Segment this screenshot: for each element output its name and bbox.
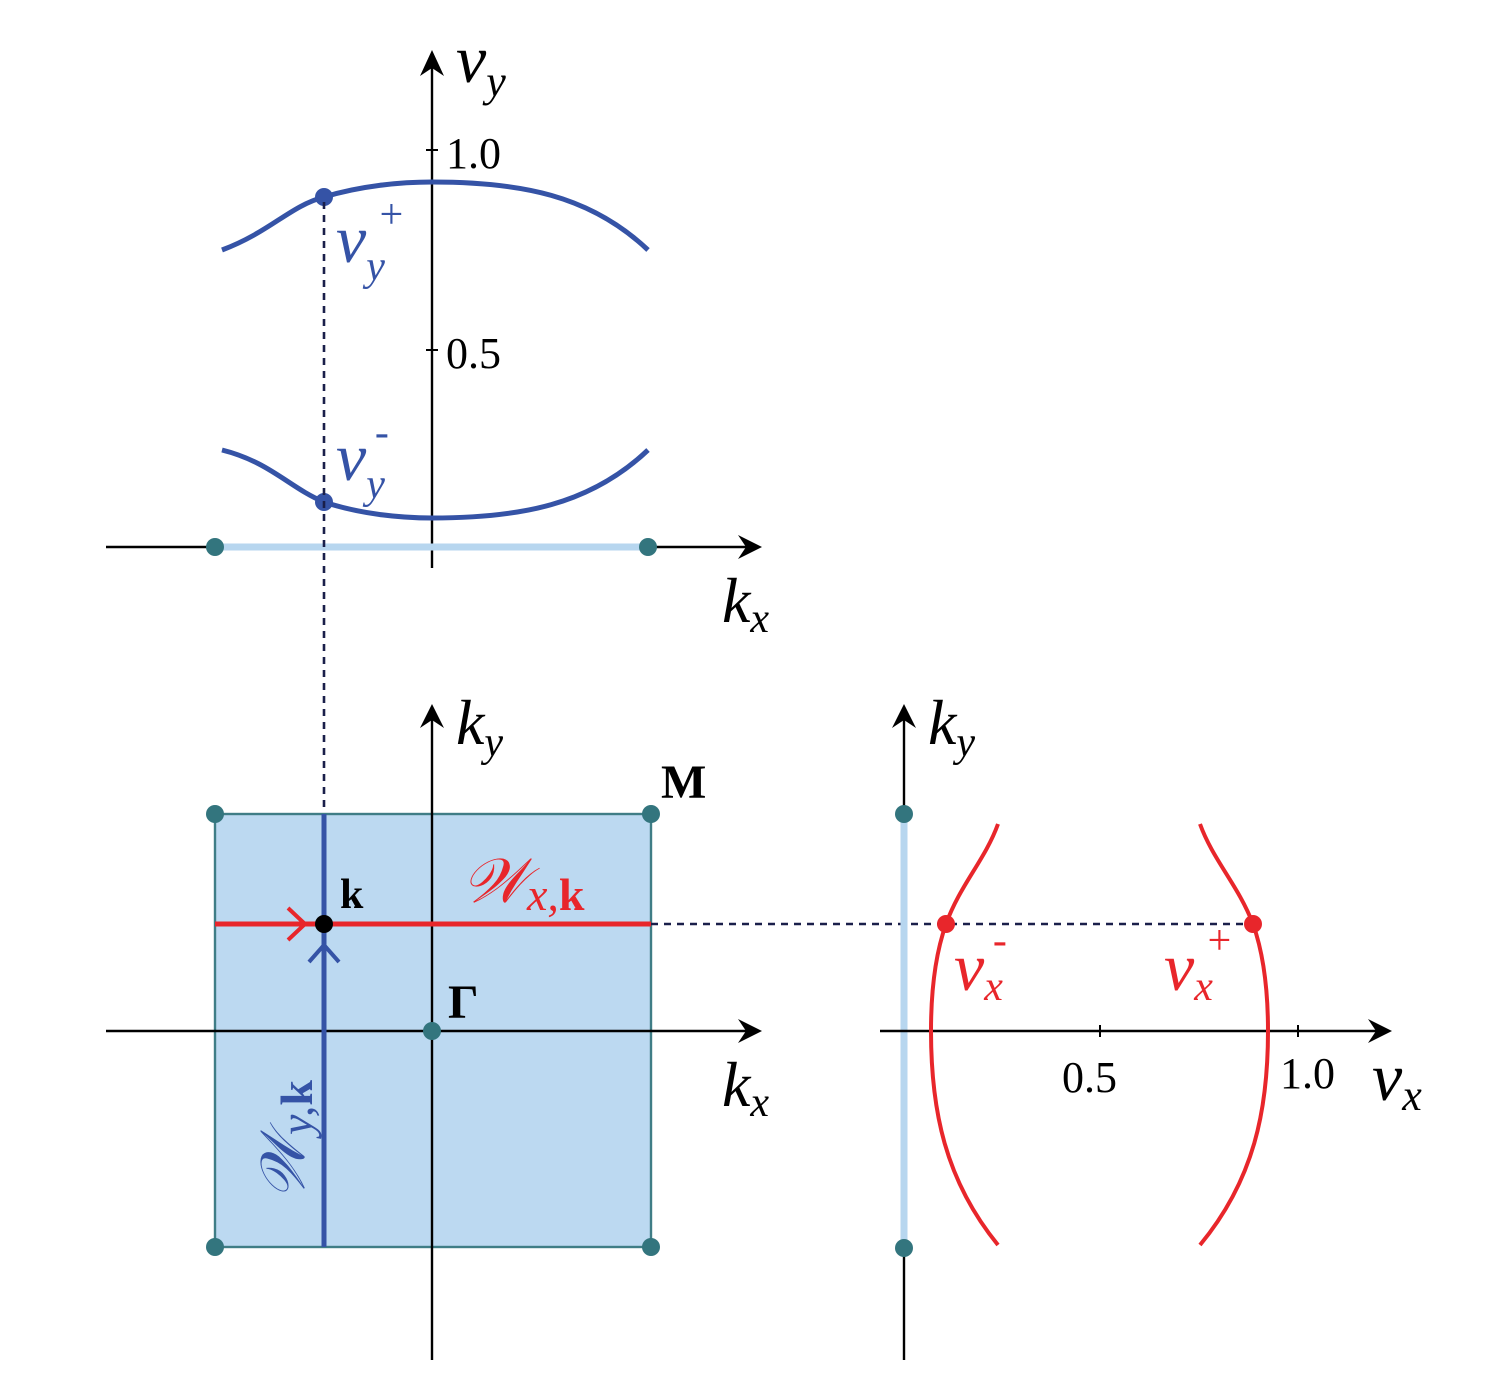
- bz-kx-axis-arrowhead: [738, 1019, 762, 1043]
- vy-tick-label-1: 1.0: [446, 129, 501, 178]
- right-ky-axis-arrowhead: [892, 704, 916, 728]
- bz-kx-axis-label: kx: [722, 1049, 769, 1126]
- vy-minus-curve: [221, 447, 650, 521]
- bz-ky-axis-label: ky: [456, 687, 503, 766]
- bz-ky-axis-arrowhead: [420, 704, 444, 728]
- vy-plus-curve: [221, 179, 650, 253]
- bz-corner-top-right: [642, 805, 660, 823]
- vx-tick-label-1: 1.0: [1280, 1049, 1335, 1098]
- right-bz-bottom-dot: [895, 1239, 913, 1257]
- vy-plus-point: [315, 188, 333, 206]
- top-bz-left-dot: [206, 538, 224, 556]
- label-gamma: Γ: [448, 976, 479, 1029]
- vx-minus-point: [937, 915, 955, 933]
- vx-plus-point: [1244, 915, 1262, 933]
- wx-label: 𝒲x,k: [462, 848, 585, 920]
- vx-plus-label: νx+: [1164, 918, 1233, 1010]
- wy-direction-arrow: [307, 941, 341, 964]
- bz-panel: M Γ k ky kx 𝒲x,k 𝒲y,k: [106, 687, 769, 1360]
- vy-plus-label: νy+: [336, 192, 405, 290]
- vy-axis-label: νy: [456, 21, 506, 106]
- top-kx-axis-arrowhead: [738, 535, 762, 559]
- top-kx-axis-label: kx: [722, 565, 769, 642]
- right-bz-top-dot: [895, 805, 913, 823]
- vy-axis-arrowhead: [420, 50, 444, 76]
- vx-axis-label: νx: [1372, 1039, 1422, 1120]
- gamma-point: [423, 1022, 441, 1040]
- vy-tick-label-05: 0.5: [446, 329, 501, 378]
- bz-corner-top-left: [206, 805, 224, 823]
- top-bz-right-dot: [639, 538, 657, 556]
- label-k: k: [340, 872, 364, 918]
- wx-direction-arrow: [286, 906, 308, 942]
- vx-minus-curve: [928, 823, 1000, 1247]
- bz-corner-bottom-left: [206, 1238, 224, 1256]
- vx-plus-curve: [1198, 823, 1271, 1247]
- vy-minus-label: νy-: [336, 410, 389, 508]
- vx-minus-label: νx-: [954, 918, 1007, 1010]
- vx-axis-arrowhead: [1368, 1019, 1392, 1043]
- label-M: M: [661, 756, 706, 809]
- k-point: [315, 915, 333, 933]
- vx-tick-label-05: 0.5: [1062, 1053, 1117, 1102]
- bz-corner-bottom-right: [642, 1238, 660, 1256]
- top-panel: 1.0 0.5 νy kx νy+ νy-: [106, 21, 769, 642]
- right-panel: ky νx 0.5 1.0 νx- νx+: [880, 687, 1422, 1360]
- right-ky-axis-label: ky: [928, 687, 975, 766]
